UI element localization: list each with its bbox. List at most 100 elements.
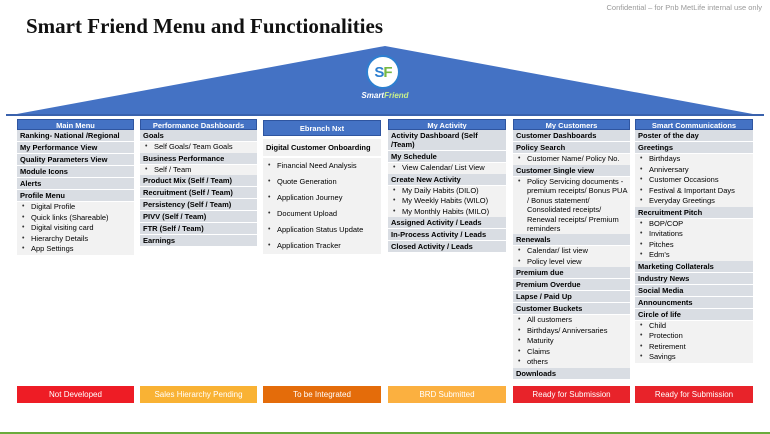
column-ebranch-nxt: Ebranch Nxt Digital Customer Onboarding …	[263, 119, 381, 254]
legend-ready-for-submission: Ready for Submission	[635, 386, 753, 403]
legend-ready-for-submission: Ready for Submission	[513, 386, 630, 403]
menu-item[interactable]: Ranking- National /Regional	[17, 130, 134, 142]
menu-item[interactable]: Profile Menu	[17, 190, 134, 202]
sub-item[interactable]: Maturity	[513, 336, 630, 347]
menu-item[interactable]: Recruitment (Self / Team)	[140, 187, 257, 199]
menu-item[interactable]: Lapse / Paid Up	[513, 291, 630, 304]
column-header: Performance Dashboards	[140, 119, 257, 130]
sub-item[interactable]: BOP/COP	[635, 218, 753, 229]
sub-item[interactable]: My Weekly Habits (WILO)	[388, 196, 506, 207]
sub-item[interactable]: Pitches	[635, 239, 753, 250]
column-header: My Customers	[513, 119, 630, 130]
column-my-customers: My Customers Customer Dashboards Policy …	[513, 119, 630, 380]
menu-item[interactable]: Assigned Activity / Leads	[388, 217, 506, 229]
column-smart-communications: Smart Communications Poster of the day G…	[635, 119, 753, 363]
sub-item[interactable]: others	[513, 357, 630, 368]
menu-item[interactable]: Module Icons	[17, 166, 134, 178]
menu-item[interactable]: My Schedule	[388, 151, 506, 163]
menu-item[interactable]: Customer Single view	[513, 164, 630, 177]
sub-item[interactable]: All customers	[513, 315, 630, 326]
menu-item[interactable]: Renewals	[513, 234, 630, 247]
sub-item[interactable]: Everyday Greetings	[635, 196, 753, 207]
sub-item[interactable]: Festival & Important Days	[635, 185, 753, 196]
column-performance-dashboards: Performance Dashboards Goals Self Goals/…	[140, 119, 257, 247]
menu-item[interactable]: Create New Activity	[388, 173, 506, 186]
menu-item[interactable]: Downloads	[513, 367, 630, 380]
menu-item[interactable]: Earnings	[140, 235, 257, 247]
menu-item[interactable]: Social Media	[635, 284, 753, 297]
menu-item[interactable]: Goals	[140, 130, 257, 142]
sub-item[interactable]: Anniversary	[635, 164, 753, 175]
sub-item[interactable]: Edm's	[635, 250, 753, 261]
logo-letter-f: F	[383, 63, 392, 81]
menu-item[interactable]: Announcments	[635, 296, 753, 309]
sub-item[interactable]: Birthdays	[635, 154, 753, 165]
sub-item[interactable]: Hierarchy Details	[17, 233, 134, 244]
sub-item[interactable]: My Monthly Habits (MILO)	[388, 206, 506, 217]
menu-item[interactable]: Marketing Collaterals	[635, 260, 753, 273]
column-header: Main Menu	[17, 119, 134, 130]
bottom-accent-line	[0, 432, 770, 434]
sub-item[interactable]: Invitations	[635, 229, 753, 240]
menu-item[interactable]: Industry News	[635, 272, 753, 285]
sub-item[interactable]: Retirement	[635, 341, 753, 352]
menu-item[interactable]: Persistency (Self / Team)	[140, 199, 257, 211]
sub-item[interactable]: App Settings	[17, 244, 134, 255]
menu-item[interactable]: Poster of the day	[635, 130, 753, 142]
menu-item[interactable]: FTR (Self / Team)	[140, 223, 257, 235]
legend-to-be-integrated: To be Integrated	[263, 386, 381, 403]
sub-item[interactable]: Quote Generation	[263, 174, 381, 190]
menu-item[interactable]: Greetings	[635, 142, 753, 154]
sub-item[interactable]: Customer Name/ Policy No.	[513, 154, 630, 165]
legend-not-developed: Not Developed	[17, 386, 134, 403]
sub-item[interactable]: Quick links (Shareable)	[17, 212, 134, 223]
sub-item[interactable]: Digital Profile	[17, 202, 134, 213]
menu-item[interactable]: Policy Search	[513, 142, 630, 154]
sub-item[interactable]: Self / Team	[140, 164, 257, 175]
menu-item[interactable]: Digital Customer Onboarding	[263, 139, 381, 156]
menu-item[interactable]: Premium due	[513, 267, 630, 280]
menu-item[interactable]: PIVV (Self / Team)	[140, 211, 257, 223]
sub-item[interactable]: Digital visiting card	[17, 223, 134, 234]
sub-item[interactable]: View Calendar/ List View	[388, 163, 506, 174]
sub-item[interactable]: Child	[635, 320, 753, 331]
sub-item[interactable]: Policy level view	[513, 256, 630, 268]
menu-item[interactable]: Premium Overdue	[513, 279, 630, 292]
sub-item[interactable]: Self Goals/ Team Goals	[140, 142, 257, 153]
menu-item[interactable]: Closed Activity / Leads	[388, 241, 506, 253]
logo-text-friend: Friend	[384, 91, 409, 100]
sub-item[interactable]: Application Status Update	[263, 222, 381, 238]
sub-item[interactable]: Birthdays/ Anniversaries	[513, 325, 630, 337]
menu-item[interactable]: Alerts	[17, 178, 134, 190]
column-header: Smart Communications	[635, 119, 753, 130]
menu-item[interactable]: Recruitment Pitch	[635, 206, 753, 219]
sub-item[interactable]: Document Upload	[263, 206, 381, 222]
logo-letter-s: S	[374, 63, 384, 81]
sub-item[interactable]: Protection	[635, 331, 753, 342]
column-main-menu: Main Menu Ranking- National /Regional My…	[17, 119, 134, 255]
sub-item[interactable]: Savings	[635, 352, 753, 363]
sub-item[interactable]: Financial Need Analysis	[263, 158, 381, 174]
legend-brd-submitted: BRD Submitted	[388, 386, 506, 403]
column-header: Ebranch Nxt	[263, 120, 381, 136]
sub-item[interactable]: Claims	[513, 346, 630, 358]
menu-item[interactable]: Quality Parameters View	[17, 154, 134, 166]
sub-item[interactable]: Customer Occasions	[635, 175, 753, 186]
menu-item[interactable]: Circle of life	[635, 308, 753, 321]
sub-item[interactable]: Policy Servicing documents - premium rec…	[513, 176, 630, 235]
column-header: My Activity	[388, 119, 506, 130]
sub-item[interactable]: Calendar/ list view	[513, 246, 630, 257]
column-my-activity: My Activity Activity Dashboard (Self /Te…	[388, 119, 506, 253]
menu-item[interactable]: In-Process Activity / Leads	[388, 229, 506, 241]
menu-item[interactable]: My Performance View	[17, 142, 134, 154]
logo-text-smart: Smart	[361, 91, 385, 100]
menu-item[interactable]: Customer Buckets	[513, 303, 630, 316]
menu-item[interactable]: Customer Dashboards	[513, 130, 630, 142]
menu-item[interactable]: Product Mix (Self / Team)	[140, 175, 257, 187]
sub-item[interactable]: Application Journey	[263, 190, 381, 206]
confidential-note: Confidential – for Pnb MetLife internal …	[606, 3, 762, 12]
sub-item[interactable]: Application Tracker	[263, 238, 381, 254]
sub-item[interactable]: My Daily Habits (DILO)	[388, 185, 506, 196]
menu-item[interactable]: Business Performance	[140, 152, 257, 165]
menu-item[interactable]: Activity Dashboard (Self /Team)	[388, 130, 506, 151]
